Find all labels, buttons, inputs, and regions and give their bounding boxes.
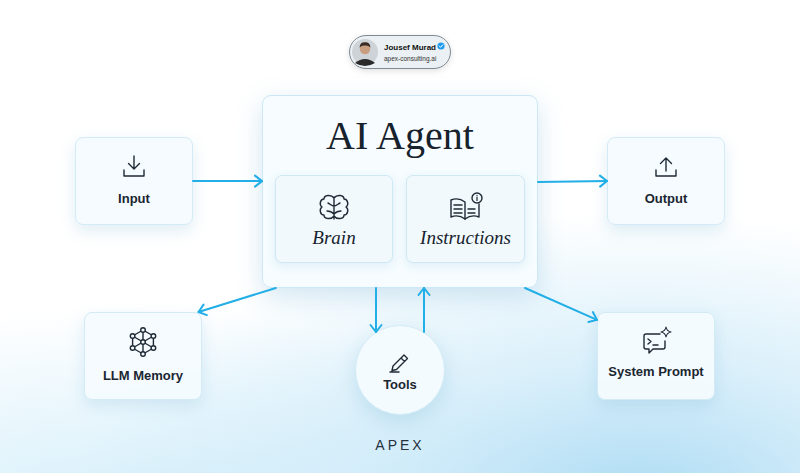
node-label: Tools [355, 377, 445, 392]
agent-box: AI AgentBrain Instructions [262, 95, 538, 288]
node-label: Instructions [407, 227, 524, 249]
process-box: System Prompt [597, 312, 715, 400]
pen-icon [390, 355, 408, 372]
connector-arrow [538, 181, 607, 182]
node-label: Brain [276, 227, 392, 249]
node-label: System Prompt [598, 364, 714, 379]
node-label: apex-consulting.ai [384, 55, 436, 62]
prompt-icon [644, 327, 671, 353]
connector-arrow [525, 288, 597, 320]
component-box: Brain [275, 175, 393, 263]
process-box: Input [75, 137, 193, 225]
tool-circle: Tools [355, 325, 445, 415]
brain-icon [320, 195, 347, 219]
upload-icon [656, 158, 676, 176]
network-icon [130, 328, 155, 357]
process-box: Output [607, 137, 725, 225]
avatar [352, 39, 378, 66]
download-icon [124, 156, 144, 176]
connector-arrow [423, 288, 425, 332]
circle-outline [355, 325, 445, 415]
watermark: APEX [375, 437, 424, 453]
node-label: Output [608, 191, 724, 206]
node-label: Input [76, 191, 192, 206]
connector-arrow [193, 180, 262, 182]
connector-arrow [375, 288, 377, 332]
process-box: LLM Memory [84, 312, 202, 400]
node-label: Jousef Murad [384, 43, 436, 52]
node-label: LLM Memory [85, 368, 201, 383]
node-label: AI Agent [263, 112, 537, 159]
author-badge: Jousef Murad apex-consulting.ai [349, 35, 451, 69]
verified-check [437, 42, 444, 49]
connector-arrow [199, 288, 276, 312]
circle-shape [356, 326, 445, 415]
component-box: Instructions [406, 175, 525, 263]
book-icon [451, 193, 482, 219]
